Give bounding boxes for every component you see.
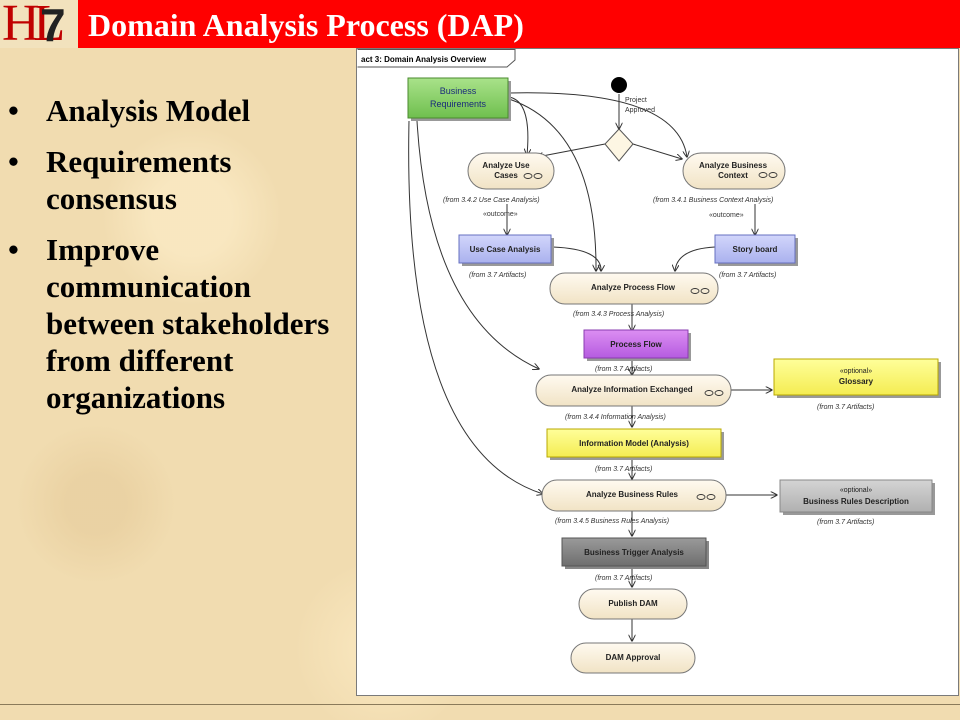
story-board-from: (from 3.7 Artifacts) [719,272,776,279]
analyze-information-exchanged-node [535,374,732,407]
activity-diagram: act 3: Domain Analysis Overview Project … [357,49,941,674]
bullet-item: • Analysis Model [8,92,353,129]
bullet-item: • Improve communication between stakehold… [8,231,353,416]
information-model-from: (from 3.7 Artifacts) [595,466,652,473]
start-label-line2: Approved [625,107,655,114]
outcome-label-left: «outcome» [483,211,518,218]
edge-br-to-use-cases [508,96,528,155]
hl7-logo: HL 7 [0,0,78,48]
bullet-dot: • [8,144,19,179]
subactivity-icon [704,390,724,396]
business-requirements-label-1: Business [440,86,477,96]
glossary-label: Glossary [839,377,874,386]
analyze-business-context-label-1: Analyze Business [699,161,768,170]
analyze-business-rules-node [541,479,727,512]
bullet-text: Analysis Model [46,93,251,128]
subactivity-icon [690,288,710,294]
use-case-analysis-label: Use Case Analysis [470,245,541,254]
business-requirements-node [407,77,509,119]
business-trigger-analysis-from: (from 3.7 Artifacts) [595,575,652,582]
use-case-analysis-node [458,234,552,264]
analyze-process-flow-from: (from 3.4.3 Process Analysis) [573,311,664,318]
information-model-node [546,428,722,458]
bullet-dot: • [8,232,19,267]
subactivity-icon [523,173,543,179]
bullet-item: • Requirements consensus [8,143,353,217]
publish-dam-label: Publish DAM [608,599,658,608]
edge-br-to-process-flow [508,98,596,271]
analyze-business-context-node [682,152,786,190]
business-requirements-label-2: Requirements [430,99,487,109]
subactivity-icon [758,172,778,178]
glossary-node [773,358,939,396]
edge-br-to-information [416,120,539,369]
process-flow-label: Process Flow [610,340,662,349]
bullet-list: •Analysis Model •Requirements consensus … [8,92,353,430]
dam-approval-label: DAM Approval [606,653,661,662]
analyze-information-exchanged-from: (from 3.4.4 Information Analysis) [565,414,666,421]
start-node [611,77,627,93]
analyze-business-context-label-2: Context [718,171,748,180]
outcome-label-right: «outcome» [709,212,744,219]
story-board-label: Story board [733,245,778,254]
frame-label: act 3: Domain Analysis Overview [361,55,487,64]
business-trigger-analysis-label: Business Trigger Analysis [584,548,684,557]
analyze-business-rules-label: Analyze Business Rules [586,490,679,499]
business-rules-description-stereotype: «optional» [840,487,872,494]
subactivity-icon [696,494,716,500]
slide-title: Domain Analysis Process (DAP) [88,7,524,43]
activity-diagram-panel: act 3: Domain Analysis Overview Project … [356,48,959,696]
information-model-label: Information Model (Analysis) [579,439,689,448]
logo-hl-text: HL [2,0,65,48]
edge-br-to-business-context [508,92,687,157]
process-flow-node [583,329,689,359]
logo-7-text: 7 [40,0,66,48]
decision-node [604,128,634,162]
story-board-node [714,234,796,264]
analyze-process-flow-node [549,272,719,305]
bullet-text: Improve communication between stakeholde… [46,232,330,415]
edge-decision-to-business-context [632,143,682,159]
bullet-text: Requirements consensus [46,144,232,216]
dam-approval-node [570,642,696,674]
analyze-use-cases-from: (from 3.4.2 Use Case Analysis) [443,197,540,204]
business-rules-description-node [779,479,933,513]
glossary-from: (from 3.7 Artifacts) [817,404,874,411]
analyze-use-cases-label-2: Cases [494,171,518,180]
frame-label-tab [357,49,516,68]
footer-divider [0,704,960,705]
flow-edges [408,92,777,641]
business-trigger-analysis-node [561,537,707,567]
edge-br-to-business-rules [408,120,543,494]
start-label-line1: Project [625,97,647,104]
bullet-dot: • [8,93,19,128]
analyze-process-flow-label: Analyze Process Flow [591,283,676,292]
process-flow-from: (from 3.7 Artifacts) [595,366,652,373]
analyze-information-exchanged-label: Analyze Information Exchanged [571,385,692,394]
analyze-business-rules-from: (from 3.4.5 Business Rules Analysis) [555,518,669,525]
glossary-stereotype: «optional» [840,368,872,375]
business-rules-description-label: Business Rules Description [803,497,909,506]
analyze-use-cases-node [467,152,555,190]
business-rules-description-from: (from 3.7 Artifacts) [817,519,874,526]
analyze-business-context-from: (from 3.4.1 Business Context Analysis) [653,197,773,204]
publish-dam-node [578,588,688,620]
analyze-use-cases-label-1: Analyze Use [482,161,530,170]
use-case-analysis-from: (from 3.7 Artifacts) [469,272,526,279]
edge-story-board-to-process [675,246,716,271]
edge-use-case-analysis-to-process [552,246,601,271]
title-bar: HL 7 Domain Analysis Process (DAP) [0,0,960,48]
